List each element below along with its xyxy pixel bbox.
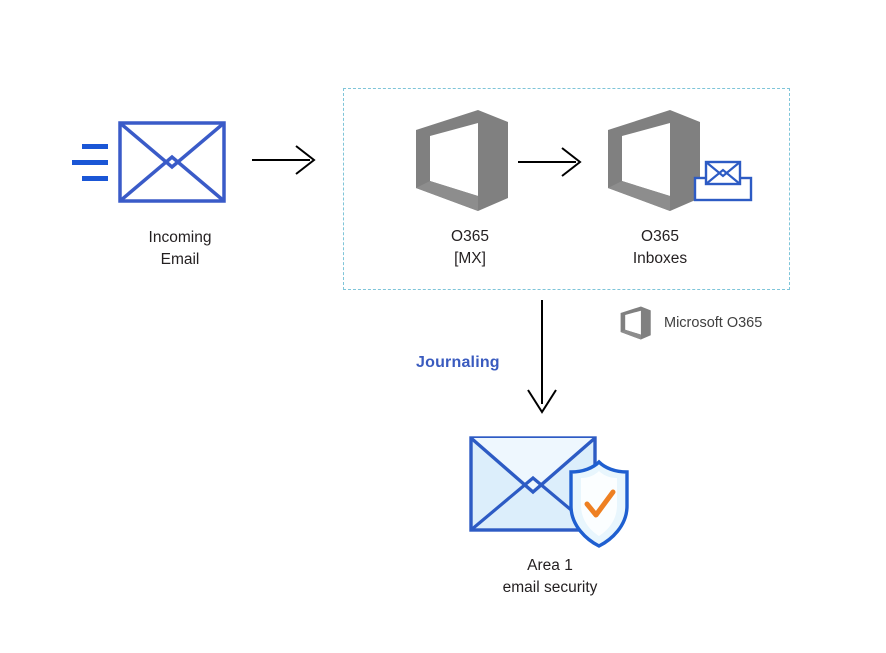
microsoft-o365-boundary — [343, 88, 790, 290]
node-label-o365-mx: O365 [MX] — [451, 228, 489, 267]
envelope-flap — [469, 436, 597, 495]
legend-label: Microsoft O365 — [664, 315, 763, 331]
envelope-with-shield-check-icon — [469, 436, 629, 548]
node-o365-inboxes: O365 Inboxes — [580, 108, 740, 268]
envelope-fold — [118, 154, 226, 203]
node-label-incoming-email: Incoming Email — [148, 229, 212, 268]
motion-line-middle — [72, 160, 108, 165]
inbox-tray-icon — [693, 160, 753, 202]
motion-line-bottom — [82, 176, 108, 181]
node-label-area1: Area 1 email security — [502, 557, 598, 596]
envelope-with-motion-lines-icon — [72, 121, 226, 203]
legend-microsoft-o365: Microsoft O365 — [618, 303, 818, 343]
envelope-flap — [118, 121, 226, 170]
arrow-right-icon-mx-to-inboxes — [518, 147, 582, 177]
node-incoming-email: Incoming Email — [72, 115, 272, 275]
office-365-logo-icon — [608, 110, 700, 211]
arrow-right-icon-incoming-to-mx — [252, 145, 316, 175]
office-365-logo-icon — [620, 306, 651, 340]
node-o365-mx: O365 [MX] — [390, 108, 550, 268]
arrow-down-icon-journaling — [527, 300, 557, 414]
check-icon — [584, 489, 616, 518]
office-365-logo-icon — [416, 110, 508, 211]
motion-line-top — [82, 144, 108, 149]
node-label-o365-inboxes: O365 Inboxes — [632, 228, 688, 267]
shield-inner — [581, 471, 617, 536]
edge-label-journaling: Journaling — [416, 354, 500, 371]
node-area1-email-security: Area 1 email security — [455, 430, 645, 610]
